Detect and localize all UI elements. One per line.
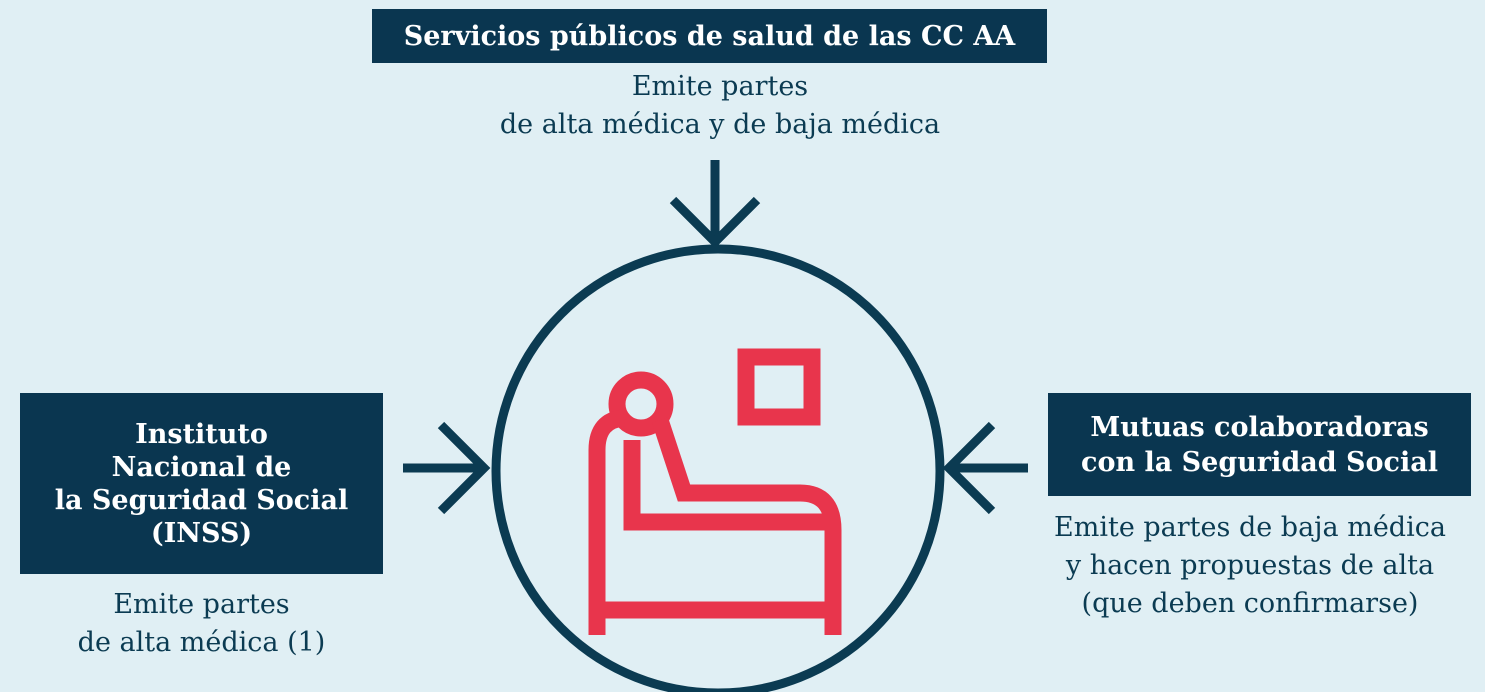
top-entity-box: Servicios públicos de salud de las CC AA <box>372 9 1047 63</box>
left-title-line: Nacional de <box>111 451 292 483</box>
patient-bed-icon <box>588 348 842 635</box>
arrow-left-icon <box>942 421 1028 515</box>
top-entity-description: Emite partes de alta médica y de baja mé… <box>400 68 1040 144</box>
right-desc-line: Emite partes de baja médica <box>1054 512 1446 543</box>
left-title-line: Instituto <box>135 418 268 450</box>
left-entity-description: Emite partes de alta médica (1) <box>20 586 383 662</box>
left-desc-line: Emite partes <box>113 589 290 620</box>
right-desc-line: (que deben confirmarse) <box>1081 588 1419 619</box>
right-entity-description: Emite partes de baja médica y hacen prop… <box>1015 509 1485 623</box>
right-title-line: con la Seguridad Social <box>1081 446 1438 478</box>
right-entity-box: Mutuas colaboradoras con la Seguridad So… <box>1048 393 1471 496</box>
arrow-down-icon <box>669 160 761 249</box>
left-title-line: la Seguridad Social <box>54 484 349 516</box>
top-entity-title: Servicios públicos de salud de las CC AA <box>403 20 1016 52</box>
left-title-line: (INSS) <box>150 517 253 549</box>
top-desc-line: de alta médica y de baja médica <box>499 109 941 140</box>
center-circle <box>491 244 945 692</box>
arrow-right-icon <box>403 421 491 515</box>
left-entity-box: Instituto Nacional de la Seguridad Socia… <box>20 393 383 574</box>
right-title-line: Mutuas colaboradoras <box>1090 411 1429 443</box>
top-desc-line: Emite partes <box>631 71 809 102</box>
left-desc-line: de alta médica (1) <box>77 627 326 658</box>
right-desc-line: y hacen propuestas de alta <box>1065 550 1435 581</box>
